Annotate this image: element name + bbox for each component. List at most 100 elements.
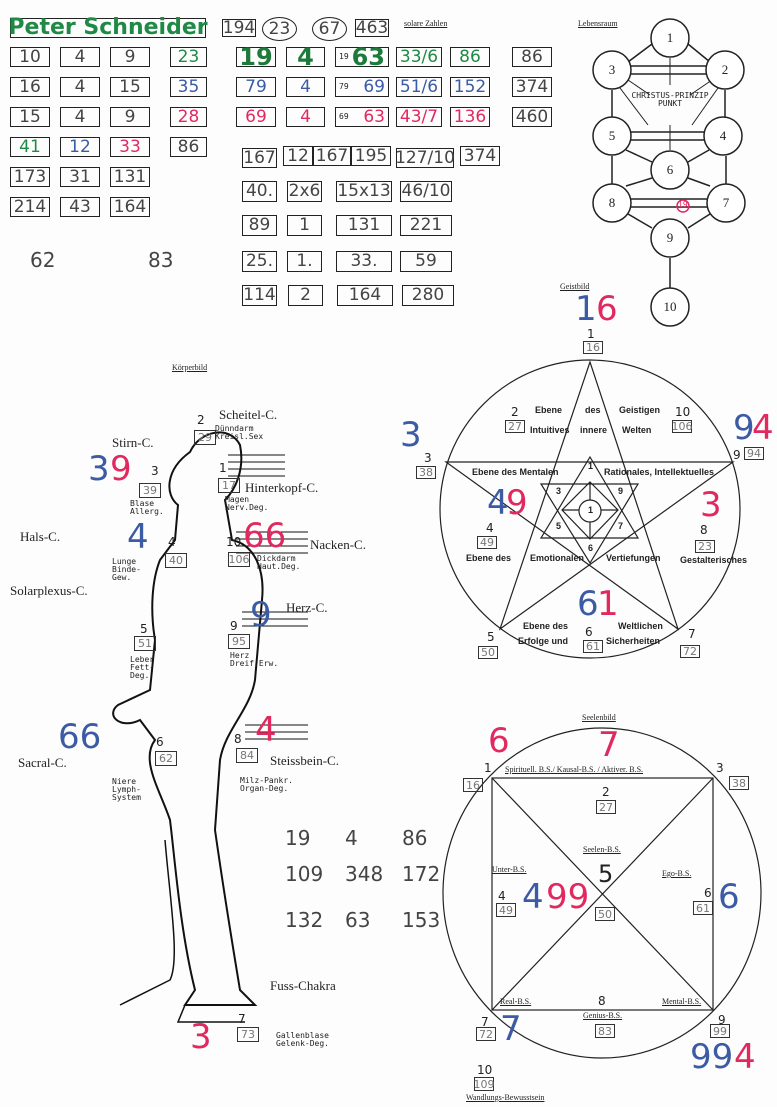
value-box: 16 (583, 341, 603, 354)
small-number: 79 (339, 82, 349, 91)
hw-number: 6 (596, 289, 618, 329)
tree-node-label: 3 (608, 62, 616, 77)
hw-number: 9 (506, 483, 528, 523)
hw-number: 3 (190, 1017, 212, 1057)
organ-label: Dickdarm Haut.Deg. (257, 554, 301, 571)
seelenbild-square (442, 727, 762, 1059)
plane-label: Welten (622, 425, 652, 435)
number-box: 25. (242, 251, 277, 272)
plane-label: Unter-B.S. (492, 865, 527, 874)
hw-number: 9 (110, 449, 132, 489)
plane-label: Geistigen (619, 405, 661, 415)
plane-label: Ebene des (466, 553, 512, 563)
chakra-value-box: 84 (236, 748, 258, 763)
hw-number: 4 (127, 517, 149, 557)
plane-label: Weltlichen (618, 621, 663, 631)
plane-label: Gestalterisches (680, 555, 748, 565)
inner-number: 9 (618, 486, 624, 496)
number-box: 164 (337, 285, 393, 306)
number-box: 9 (110, 107, 150, 127)
organ-label: Gallenblase Gelenk-Deg. (276, 1031, 329, 1048)
value-box: 61 (693, 901, 713, 915)
number-box: 280 (402, 285, 454, 306)
point-number: 7 (688, 627, 696, 641)
point-number: 9 (733, 448, 741, 462)
chakra-number: 1 (219, 461, 227, 475)
number-box: 15 (10, 107, 50, 127)
value-box: 99 (710, 1024, 730, 1038)
top-box: 463 (355, 17, 389, 38)
point-number: 6 (704, 886, 712, 900)
small-number: 19 (339, 52, 349, 61)
hw-number: 3 (400, 415, 422, 455)
chakra-label: Solarplexus-C. (10, 583, 88, 598)
plane-label: des (585, 405, 601, 415)
value-box: 38 (729, 776, 749, 790)
value-box: 50 (595, 907, 615, 921)
tree-node-label: 9 (666, 230, 674, 245)
hw-number: 7 (500, 1009, 522, 1049)
hw-number: 66 (58, 717, 102, 757)
number-box: 10 (10, 47, 50, 67)
value-box: 109 (473, 1077, 495, 1091)
number-box: 33. (336, 251, 392, 272)
number-box: 43/7 (396, 107, 442, 127)
chakra-value-box: 39 (139, 483, 161, 498)
value-box: 83 (595, 1024, 615, 1038)
plane-label: Erfolge und (518, 636, 568, 646)
number-box: 2x6 (287, 181, 322, 202)
hw-number: 4 (487, 483, 509, 523)
number-box: 63 (335, 107, 389, 127)
number-box: 1. (287, 251, 322, 272)
chakra-number: 3 (151, 464, 159, 478)
point-number: 1 (484, 761, 492, 775)
hw-number: 6 (488, 721, 510, 761)
loose-number: 4 (345, 826, 358, 850)
chakra-label: Steissbein-C. (270, 753, 339, 768)
number-box: 214 (10, 197, 50, 217)
point-number: 8 (700, 523, 708, 537)
number-box: 114 (242, 285, 277, 306)
value-box: 94 (744, 447, 764, 460)
point-number: 9 (718, 1013, 726, 1027)
value-box: 16 (463, 778, 483, 792)
tree-node-label: 5 (608, 128, 616, 143)
tree-node-label: 4 (719, 128, 727, 143)
hw-number: 99 (546, 877, 590, 917)
chakra-value-box: 106 (228, 552, 250, 567)
chakra-number: 8 (234, 732, 242, 746)
hw-number: 66 (243, 516, 287, 556)
number-box: 167 (313, 146, 351, 166)
organ-label: Leber Fett- Deg. (130, 655, 155, 680)
hw-number: 4 (255, 710, 277, 750)
chakra-value-box: 51 (134, 636, 156, 651)
chakra-label: Nacken-C. (310, 537, 366, 552)
loose-number: 86 (402, 826, 428, 850)
number-box: 136 (450, 107, 490, 127)
number-box: 15x13 (336, 181, 392, 202)
hw-number: 3 (700, 485, 722, 525)
number-box: 12 (283, 146, 313, 166)
plane-label: Ebene des Mentalen (472, 467, 559, 477)
value-box: 72 (680, 645, 700, 658)
number-box: 4 (286, 45, 325, 69)
number-box: 43 (60, 197, 100, 217)
point-number: 10 (675, 405, 691, 419)
number-box: 86 (450, 47, 490, 67)
plane-label: Rationales, Intellektuelles (604, 467, 715, 477)
plane-label: Emotionalen (530, 553, 585, 563)
geistbild-label: Geistbild (560, 282, 590, 291)
number-box: 46/10 (400, 181, 452, 202)
hw-number: 7 (598, 725, 620, 765)
organ-label: Milz-Pankr. Organ-Deg. (240, 776, 293, 793)
chakra-value-box: 29 (194, 430, 216, 445)
number-box: 31 (60, 167, 100, 187)
number-box: 86 (170, 137, 207, 157)
plane-label: Ego-B.S. (662, 869, 692, 878)
tree-node-label: 10 (663, 299, 677, 314)
loose-number: 62 (30, 248, 56, 272)
organ-label: Blase Allerg. (130, 499, 164, 516)
hw-number: 3 (88, 449, 110, 489)
inner-number: 7 (618, 521, 624, 531)
organ-label: Lunge Binde- Gew. (112, 557, 141, 582)
